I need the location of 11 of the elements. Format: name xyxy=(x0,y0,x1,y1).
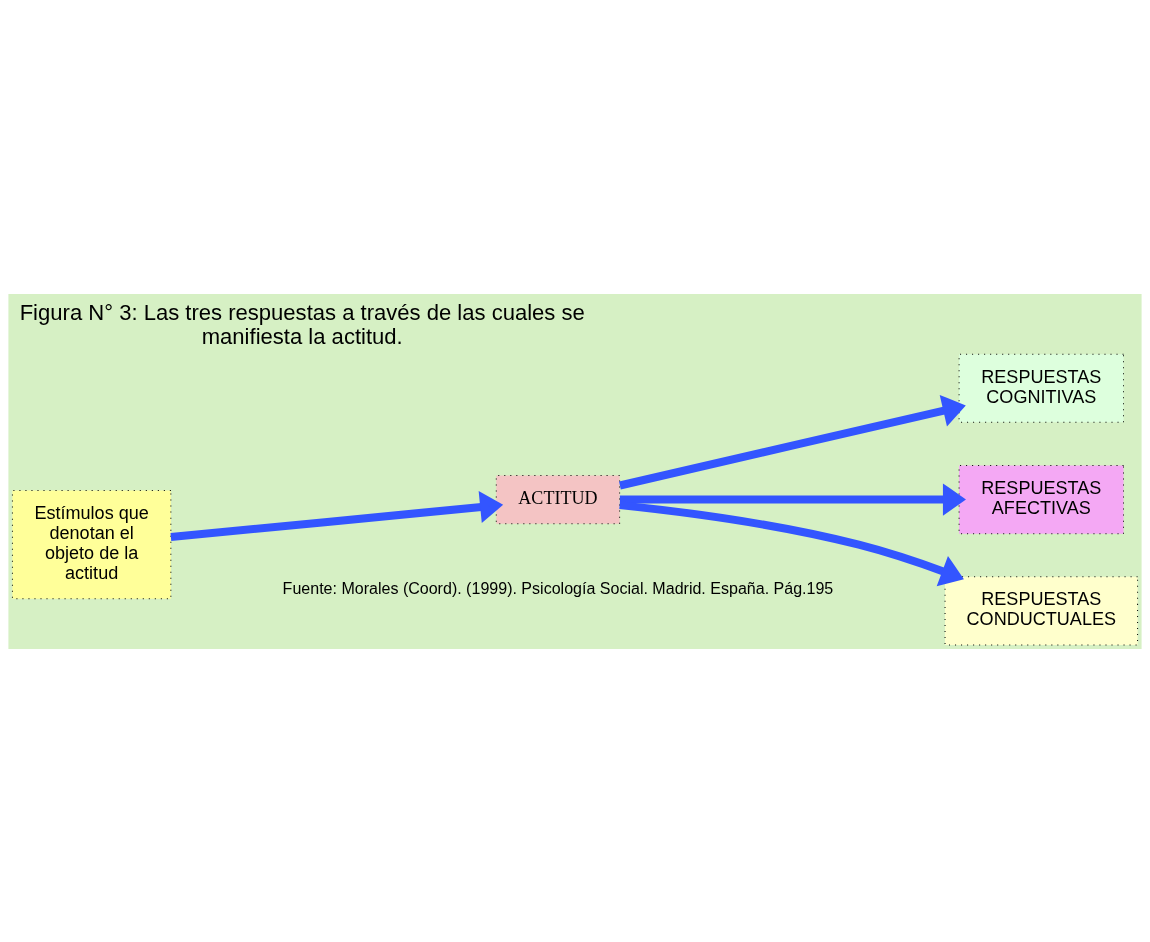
node-box: RESPUESTAS COGNITIVAS xyxy=(958,353,1125,423)
arrow xyxy=(619,394,966,489)
node-box: ACTITUD xyxy=(495,474,621,524)
caption: Fuente: Morales (Coord). (1999). Psicología Social. Madrid. España. Pág.195 xyxy=(282,578,834,597)
node-box: Estímulos que denotan el objeto de la actitud xyxy=(11,489,172,599)
arrow xyxy=(619,482,966,516)
arrow xyxy=(170,490,504,541)
arrow xyxy=(619,500,964,586)
node-box: RESPUESTAS CONDUCTUALES xyxy=(944,575,1139,645)
node-box: RESPUESTAS AFECTIVAS xyxy=(958,464,1125,534)
diagram-title: Figura N° 3: Las tres respuestas a través de las cuales se manifiesta la actitud. xyxy=(19,299,585,349)
